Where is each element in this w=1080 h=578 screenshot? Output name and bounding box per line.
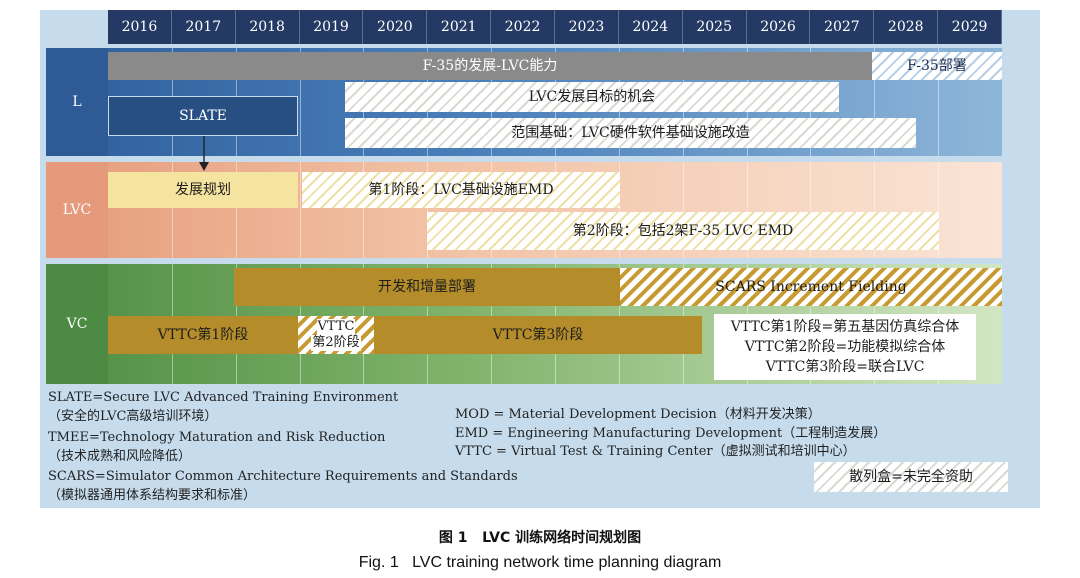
year-2020: 2020 (363, 10, 428, 44)
year-header-blank (40, 10, 108, 44)
bar-development-planning: 发展规划 (108, 172, 298, 208)
year-2016: 2016 (108, 10, 172, 44)
vttc-legend-line-1: VTTC第1阶段=第五基因仿真综合体 (730, 319, 960, 335)
bar-slate: SLATE (108, 96, 298, 136)
gridline (874, 48, 876, 156)
year-2021: 2021 (427, 10, 492, 44)
note-emd: EMD = Engineering Manufacturing Developm… (455, 426, 887, 441)
year-2025: 2025 (682, 10, 747, 44)
bar-vttc-stage1: VTTC第1阶段 (108, 316, 298, 354)
bar-f35-development: F-35的发展-LVC能力 (108, 52, 872, 80)
vttc-legend-line-3: VTTC第3阶段=联合LVC (765, 359, 925, 375)
year-2026: 2026 (746, 10, 811, 44)
gridline (874, 162, 876, 258)
note-scars-cn: （模拟器通用体系结构要求和标准） (48, 488, 257, 503)
note-slate-cn: （安全的LVC高级培训环境） (48, 409, 218, 424)
gridline (235, 162, 237, 258)
bar-vttc-stage2-line2: 第2阶段 (311, 335, 361, 351)
gridline (427, 162, 429, 258)
year-2023: 2023 (555, 10, 619, 44)
bar-scars-fielding: SCARS Increment Fielding (620, 268, 1002, 306)
bar-development-deployment: 开发和增量部署 (234, 268, 620, 306)
bar-stage2-emd: 第2阶段：包括2架F-35 LVC EMD (427, 212, 939, 250)
note-scars: SCARS=Simulator Common Architecture Requ… (48, 469, 518, 484)
year-2029: 2029 (938, 10, 1003, 44)
gridline (618, 162, 620, 258)
note-tmee: TMEE=Technology Maturation and Risk Redu… (48, 430, 386, 445)
gridline (171, 162, 173, 258)
gridline (746, 162, 748, 258)
note-tmee-cn: （技术成熟和风险降低） (48, 449, 192, 464)
bar-vttc-stage3: VTTC第3阶段 (374, 316, 702, 354)
vttc-legend-line-2: VTTC第2阶段=功能模拟综合体 (744, 339, 946, 355)
year-2022: 2022 (491, 10, 556, 44)
slate-arrow (199, 136, 209, 171)
bar-lvc-opportunity: LVC发展目标的机会 (345, 82, 839, 112)
gridline (938, 48, 940, 156)
bar-stage1-emd: 第1阶段：LVC基础设施EMD (302, 172, 620, 208)
figure-caption-cn: 图 1 LVC 训练网络时间规划图 (438, 530, 642, 546)
year-2028: 2028 (874, 10, 939, 44)
gridline (938, 162, 940, 258)
gridline (555, 162, 557, 258)
gridline (682, 162, 684, 258)
gridline (299, 48, 301, 156)
year-2024: 2024 (618, 10, 683, 44)
row-label-lvc: LVC (46, 162, 108, 258)
bar-scope-infrastructure: 范围基础：LVC硬件软件基础设施改造 (345, 118, 916, 148)
year-2017: 2017 (171, 10, 236, 44)
hatch-legend-box: 散列盒=未完全资助 (814, 462, 1008, 492)
row-label-vc: VC (46, 264, 108, 384)
note-mod: MOD = Material Development Decision（材料开发… (455, 407, 821, 422)
gridline (363, 162, 365, 258)
bar-vttc-stage2-line1: VTTC (316, 319, 356, 335)
note-slate: SLATE=Secure LVC Advanced Training Envir… (48, 390, 399, 405)
row-label-l: L (46, 48, 108, 156)
gridline (491, 162, 493, 258)
gridline (299, 162, 301, 258)
year-2019: 2019 (299, 10, 364, 44)
year-2027: 2027 (810, 10, 875, 44)
gridline (810, 162, 812, 258)
vttc-legend-box: VTTC第1阶段=第五基因仿真综合体 VTTC第2阶段=功能模拟综合体 VTTC… (714, 314, 976, 380)
figure-caption-en: Fig. 1 LVC training network time plannin… (358, 554, 722, 571)
bar-f35-deployment: F-35部署 (872, 52, 1002, 80)
note-vttc: VTTC = Virtual Test & Training Center（虚拟… (455, 444, 856, 459)
bar-vttc-stage2: VTTC 第2阶段 (298, 316, 374, 354)
year-2018: 2018 (235, 10, 300, 44)
